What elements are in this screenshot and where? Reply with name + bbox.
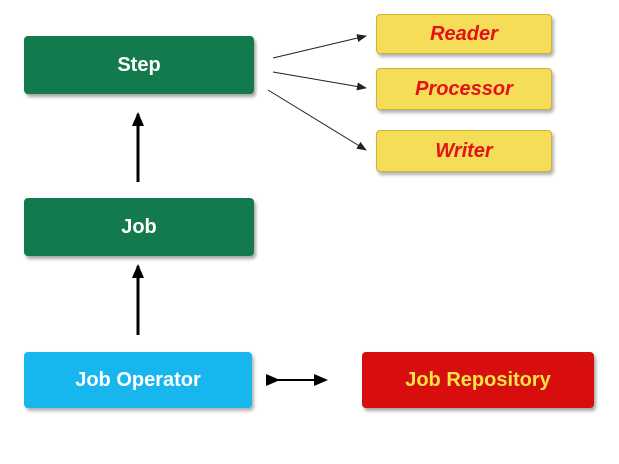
job-box: Job [24, 198, 254, 256]
step-box: Step [24, 36, 254, 94]
writer-box: Writer [376, 130, 552, 172]
job-operator-box: Job Operator [24, 352, 252, 408]
reader-box: Reader [376, 14, 552, 54]
arrow-step-to-processor [272, 71, 367, 91]
processor-box: Processor [376, 68, 552, 110]
job-repository-box: Job Repository [362, 352, 594, 408]
arrow-step-to-reader [272, 34, 367, 59]
arrow-step-to-writer [267, 89, 367, 151]
